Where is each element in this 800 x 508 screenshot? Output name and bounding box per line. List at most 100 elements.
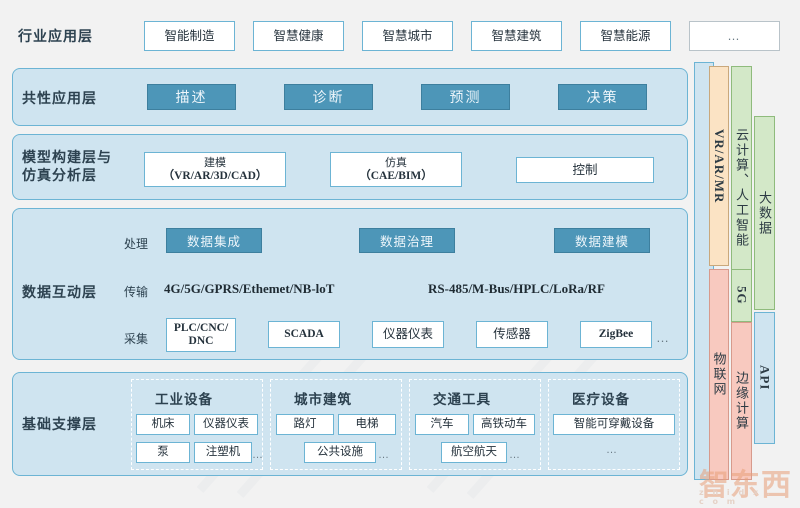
data-acquisition-instruments[interactable]: 仪器仪表 bbox=[372, 321, 444, 348]
side-bar-cloud-ai-label: 云计算、人工智能 bbox=[734, 128, 749, 248]
base-item-high-speed-rail[interactable]: 高铁动车 bbox=[473, 414, 535, 435]
base-item-label: 路灯 bbox=[293, 418, 317, 430]
common-app-decide-button[interactable]: 决策 bbox=[558, 84, 647, 110]
model-item-title: 仿真 bbox=[385, 156, 407, 169]
industry-item-smart-energy[interactable]: 智慧能源 bbox=[580, 21, 671, 51]
base-item-label: 汽车 bbox=[430, 418, 454, 430]
side-bar-iot-label: 物联网 bbox=[711, 352, 727, 397]
industry-item-smart-building[interactable]: 智慧建筑 bbox=[471, 21, 562, 51]
data-processing-integration-button[interactable]: 数据集成 bbox=[166, 228, 262, 253]
base-item-automobile[interactable]: 汽车 bbox=[415, 414, 469, 435]
base-group-more-transportation[interactable]: … bbox=[509, 449, 521, 461]
data-processing-modeling-button[interactable]: 数据建模 bbox=[554, 228, 650, 253]
model-item-modeling[interactable]: 建模 （VR/AR/3D/CAD） bbox=[144, 152, 286, 187]
industry-item-label: 智慧城市 bbox=[382, 28, 433, 43]
side-bar-5g[interactable]: 5G bbox=[731, 269, 752, 322]
base-item-injection-molding-machine[interactable]: 注塑机 bbox=[194, 442, 252, 463]
data-processing-button-label: 数据建模 bbox=[574, 235, 629, 249]
base-item-label: 机床 bbox=[151, 418, 175, 430]
common-app-button-label: 决策 bbox=[586, 89, 619, 105]
industry-item-smart-city[interactable]: 智慧城市 bbox=[362, 21, 453, 51]
data-acquisition-label: SCADA bbox=[284, 328, 324, 340]
side-bar-big-data[interactable]: 大数据 bbox=[754, 116, 775, 310]
data-row-label-processing: 处理 bbox=[124, 237, 149, 251]
layer-label-model-line2: 仿真分析层 bbox=[22, 167, 97, 183]
industry-item-label: 智能制造 bbox=[164, 28, 215, 43]
side-bar-vr-ar-mr[interactable]: VR/AR/MR bbox=[709, 66, 729, 266]
model-item-simulation[interactable]: 仿真 （CAE/BIM） bbox=[330, 152, 462, 187]
layer-label-data-interaction: 数据互动层 bbox=[22, 284, 97, 300]
side-bar-edge-computing[interactable]: 边缘计算 bbox=[731, 322, 752, 480]
base-group-title-medical-devices: 医疗设备 bbox=[572, 392, 630, 407]
data-acquisition-plc-cnc-dnc[interactable]: PLC/CNC/ DNC bbox=[166, 318, 236, 352]
base-item-smart-wearable-device[interactable]: 智能可穿戴设备 bbox=[553, 414, 675, 435]
common-app-predict-button[interactable]: 预测 bbox=[421, 84, 510, 110]
data-processing-button-label: 数据集成 bbox=[186, 235, 241, 249]
base-item-aerospace[interactable]: 航空航天 bbox=[441, 442, 507, 463]
base-group-title-industrial-equipment: 工业设备 bbox=[155, 392, 213, 407]
side-bar-iot[interactable]: 物联网 bbox=[709, 269, 729, 480]
layer-label-industry: 行业应用层 bbox=[18, 28, 93, 44]
base-item-street-lamp[interactable]: 路灯 bbox=[276, 414, 334, 435]
base-item-instruments[interactable]: 仪器仪表 bbox=[194, 414, 258, 435]
base-item-label: 航空航天 bbox=[451, 446, 497, 458]
base-group-title-transportation: 交通工具 bbox=[433, 392, 491, 407]
base-item-label: 泵 bbox=[157, 446, 169, 458]
industry-item-more[interactable]: … bbox=[689, 21, 780, 51]
data-transmission-protocols-right: RS-485/M-Bus/HPLC/LoRa/RF bbox=[428, 281, 605, 296]
industry-item-label: 智慧能源 bbox=[600, 28, 651, 43]
industry-item-smart-manufacturing[interactable]: 智能制造 bbox=[144, 21, 235, 51]
base-group-more-urban[interactable]: … bbox=[378, 449, 390, 461]
base-item-elevator[interactable]: 电梯 bbox=[338, 414, 396, 435]
data-acquisition-more[interactable]: … bbox=[656, 330, 670, 345]
common-app-button-label: 描述 bbox=[175, 89, 208, 105]
side-bar-vr-ar-mr-label: VR/AR/MR bbox=[712, 128, 727, 204]
base-item-label: 电梯 bbox=[355, 418, 379, 430]
side-bar-big-data-label: 大数据 bbox=[757, 190, 772, 236]
layer-label-model-simulation: 模型构建层与 仿真分析层 bbox=[22, 148, 112, 184]
common-app-describe-button[interactable]: 描述 bbox=[147, 84, 236, 110]
base-item-public-facilities[interactable]: 公共设施 bbox=[304, 442, 376, 463]
base-item-label: 注塑机 bbox=[205, 446, 241, 458]
base-group-more-medical[interactable]: … bbox=[606, 444, 618, 456]
data-acquisition-sensors[interactable]: 传感器 bbox=[476, 321, 548, 348]
data-acquisition-scada[interactable]: SCADA bbox=[268, 321, 340, 348]
model-item-title: 建模 bbox=[204, 156, 226, 169]
base-item-label: 高铁动车 bbox=[481, 418, 527, 430]
base-group-title-urban-buildings: 城市建筑 bbox=[294, 392, 352, 407]
layer-label-base-support: 基础支撑层 bbox=[22, 416, 97, 432]
base-group-more-industrial[interactable]: … bbox=[252, 449, 264, 461]
data-transmission-protocols-left: 4G/5G/GPRS/Ethemet/NB-loT bbox=[164, 281, 335, 296]
data-processing-button-label: 数据治理 bbox=[379, 235, 434, 249]
data-acquisition-zigbee[interactable]: ZigBee bbox=[580, 321, 652, 348]
industry-item-smart-health[interactable]: 智慧健康 bbox=[253, 21, 344, 51]
model-item-control[interactable]: 控制 bbox=[516, 157, 654, 183]
common-app-button-label: 预测 bbox=[449, 89, 482, 105]
data-acquisition-plc-line2: DNC bbox=[188, 335, 214, 347]
base-item-label: 仪器仪表 bbox=[203, 418, 249, 430]
data-acquisition-plc-line1: PLC/CNC/ bbox=[173, 322, 229, 334]
base-group-industrial-equipment bbox=[131, 379, 263, 470]
side-bar-5g-label: 5G bbox=[734, 286, 750, 305]
model-item-sub: （CAE/BIM） bbox=[359, 169, 433, 182]
model-item-title: 控制 bbox=[572, 162, 598, 177]
side-bar-api[interactable]: API bbox=[754, 312, 775, 444]
side-bar-api-label: API bbox=[757, 365, 773, 391]
common-app-button-label: 诊断 bbox=[312, 89, 345, 105]
data-row-label-transmission: 传输 bbox=[124, 285, 149, 299]
industry-item-label: … bbox=[727, 28, 742, 43]
common-app-diagnose-button[interactable]: 诊断 bbox=[284, 84, 373, 110]
industry-item-label: 智慧健康 bbox=[273, 28, 324, 43]
base-item-label: 公共设施 bbox=[317, 446, 363, 458]
side-bar-cloud-ai[interactable]: 云计算、人工智能 bbox=[731, 66, 752, 310]
watermark-subtext: z h i d x . c o m bbox=[699, 488, 773, 506]
industry-item-label: 智慧建筑 bbox=[491, 28, 542, 43]
base-item-machine-tool[interactable]: 机床 bbox=[136, 414, 190, 435]
layer-label-common-application: 共性应用层 bbox=[22, 90, 97, 106]
base-group-medical-devices bbox=[548, 379, 680, 470]
base-item-pump[interactable]: 泵 bbox=[136, 442, 190, 463]
data-acquisition-label: 传感器 bbox=[493, 327, 531, 341]
layer-label-model-line1: 模型构建层与 bbox=[22, 149, 112, 165]
side-bar-edge-computing-label: 边缘计算 bbox=[734, 371, 749, 431]
data-processing-governance-button[interactable]: 数据治理 bbox=[359, 228, 455, 253]
